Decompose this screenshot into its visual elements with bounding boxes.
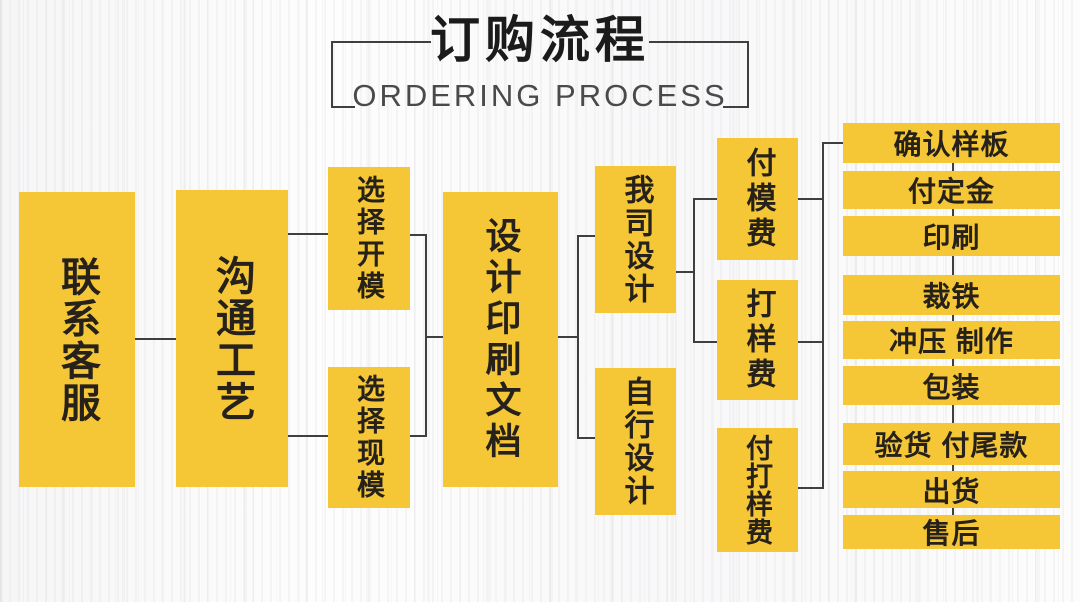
- step-design-print-document: 设计印刷文档: [443, 192, 558, 487]
- step-sample-fee: 打样费: [717, 280, 798, 400]
- connector-rail-to-confirm-sample: [822, 142, 843, 144]
- step-we-design: 我司设计: [595, 166, 676, 313]
- connector-design-branch-rail: [577, 235, 579, 439]
- connector-we-design-stub: [676, 271, 693, 273]
- chain-tick-5: [952, 359, 954, 366]
- step-stamping-production-label: 冲压 制作: [889, 326, 1014, 357]
- step-communicate-craft: 沟通工艺: [176, 190, 288, 487]
- chain-tick-2: [952, 209, 954, 216]
- step-after-sales-label: 售后: [922, 518, 981, 549]
- step-sample-fee-label: 打样费: [741, 287, 775, 393]
- connector-mold-fee-to-rail: [798, 198, 822, 200]
- step-choose-existing-mold-label: 选择现模: [354, 373, 385, 502]
- connector-pay-sample-fee-to-rail: [798, 487, 822, 489]
- chain-tick-8: [952, 508, 954, 515]
- connector-sample-fee-to-rail: [798, 341, 822, 343]
- step-pay-sample-fee-label: 付打样费: [742, 434, 772, 546]
- step-pay-deposit: 付定金: [843, 171, 1060, 209]
- page-subtitle: ORDERING PROCESS: [352, 78, 728, 113]
- step-printing-label: 印刷: [922, 222, 981, 253]
- step-pay-mold-fee: 付模费: [717, 138, 798, 260]
- title-bracket-right-top: [649, 41, 749, 43]
- step-self-design: 自行设计: [595, 368, 676, 515]
- step-self-design-label: 自行设计: [619, 375, 653, 508]
- title-bracket-left-foot: [331, 106, 355, 108]
- chain-tick-1: [952, 163, 954, 171]
- chain-tick-4: [952, 315, 954, 321]
- connector-communicate-to-existing-mold: [288, 435, 328, 437]
- page-title: 订购流程: [430, 12, 650, 68]
- chain-tick-6: [952, 405, 954, 423]
- step-choose-existing-mold: 选择现模: [328, 367, 410, 508]
- connector-existing-mold-stub: [410, 435, 427, 437]
- step-inspect-pay-balance-label: 验货 付尾款: [874, 430, 1029, 461]
- step-confirm-sample: 确认样板: [843, 123, 1060, 163]
- connector-fee-branch-rail: [693, 198, 695, 343]
- connector-open-mold-stub: [410, 234, 427, 236]
- step-we-design-label: 我司设计: [619, 173, 653, 306]
- step-pay-sample-fee: 付打样费: [717, 428, 798, 552]
- chain-tick-7: [952, 465, 954, 471]
- step-cut-iron: 裁铁: [843, 275, 1060, 315]
- connector-communicate-to-open-mold: [288, 233, 328, 235]
- step-after-sales: 售后: [843, 515, 1060, 549]
- connector-design-doc-stub: [558, 336, 577, 338]
- title-bracket-right-vertical: [747, 41, 749, 108]
- step-choose-open-mold: 选择开模: [328, 167, 410, 310]
- step-cut-iron-label: 裁铁: [922, 281, 981, 312]
- step-confirm-sample-label: 确认样板: [893, 129, 1010, 160]
- connector-branch-to-self-design: [577, 437, 595, 439]
- title-bracket-left-top: [331, 41, 431, 43]
- step-pay-deposit-label: 付定金: [907, 176, 995, 207]
- step-choose-open-mold-label: 选择开模: [354, 174, 385, 303]
- step-stamping-production: 冲压 制作: [843, 321, 1060, 359]
- step-shipment-label: 出货: [922, 475, 981, 507]
- step-pay-mold-fee-label: 付模费: [741, 146, 775, 252]
- step-packaging: 包装: [843, 366, 1060, 405]
- connector-merge-to-design-doc: [425, 336, 443, 338]
- title-bracket-left-vertical: [331, 41, 333, 108]
- title-bracket-right-foot: [723, 106, 749, 108]
- step-contact-service-label: 联系客服: [55, 255, 99, 424]
- chain-tick-3: [952, 256, 954, 275]
- connector-contact-to-communicate: [135, 338, 176, 340]
- step-inspect-pay-balance: 验货 付尾款: [843, 423, 1060, 465]
- step-printing: 印刷: [843, 216, 1060, 256]
- connector-mold-merge-rail: [425, 234, 427, 437]
- connector-branch-to-we-design: [577, 235, 595, 237]
- step-shipment: 出货: [843, 471, 1060, 508]
- step-communicate-craft-label: 沟通工艺: [210, 254, 254, 423]
- connector-branch-to-sample-fee: [693, 341, 717, 343]
- connector-right-merge-rail: [822, 142, 824, 489]
- step-design-print-document-label: 设计印刷文档: [480, 216, 522, 463]
- connector-branch-to-mold-fee: [693, 198, 717, 200]
- step-contact-service: 联系客服: [19, 192, 135, 487]
- step-packaging-label: 包装: [922, 371, 981, 403]
